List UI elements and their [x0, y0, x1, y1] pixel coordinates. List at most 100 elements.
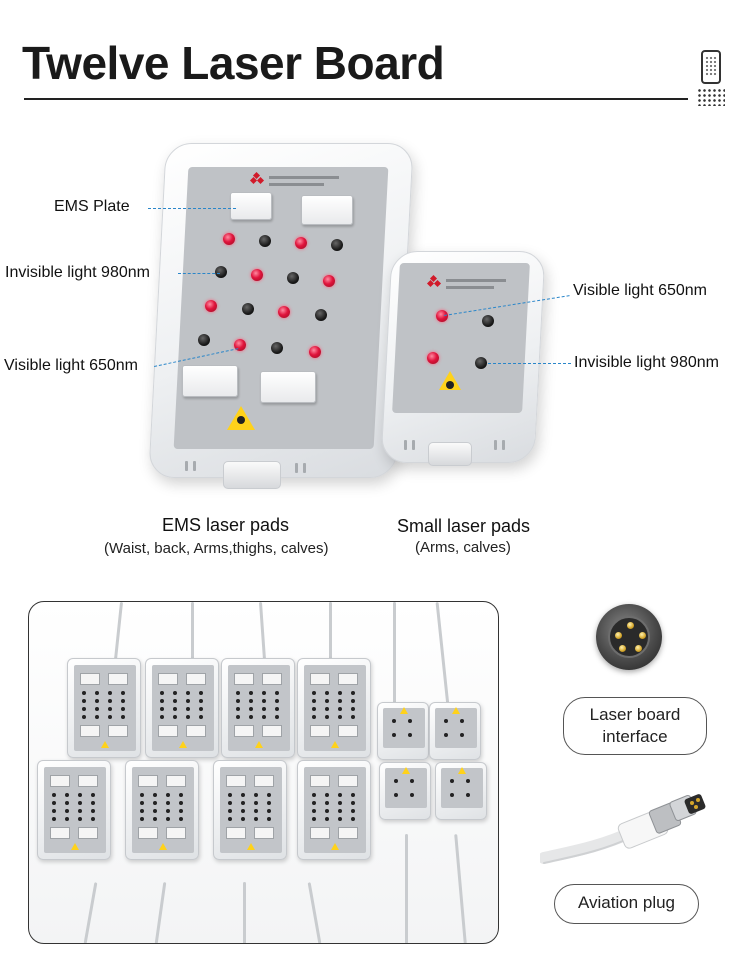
led	[249, 707, 253, 711]
led	[392, 719, 396, 723]
ems-plate	[186, 673, 206, 685]
cable-port	[428, 442, 472, 466]
led	[153, 809, 157, 813]
aviation-plug-illustration	[540, 794, 706, 864]
led	[325, 707, 329, 711]
led	[312, 707, 316, 711]
led	[179, 809, 183, 813]
led	[179, 801, 183, 805]
laser-warning-icon	[331, 843, 339, 850]
laser-warning-icon	[159, 843, 167, 850]
led	[52, 793, 56, 797]
led	[275, 699, 279, 703]
led	[91, 801, 95, 805]
led	[312, 691, 316, 695]
visible-led	[427, 352, 439, 364]
led	[199, 707, 203, 711]
ems-plate	[262, 725, 282, 737]
led	[52, 817, 56, 821]
led	[312, 801, 316, 805]
ems-plate	[338, 827, 358, 839]
led	[65, 809, 69, 813]
cable-port	[223, 461, 281, 489]
led	[140, 809, 144, 813]
led	[236, 691, 240, 695]
led	[241, 801, 245, 805]
led	[312, 809, 316, 813]
led	[325, 699, 329, 703]
led	[236, 707, 240, 711]
invisible-led	[287, 272, 299, 284]
visible-led	[309, 346, 321, 358]
small-pad-photo	[379, 762, 431, 820]
led	[91, 817, 95, 821]
visible-led	[205, 300, 217, 312]
led	[254, 793, 258, 797]
led	[338, 801, 342, 805]
led	[173, 707, 177, 711]
caption-ems-pads-title: EMS laser pads	[162, 515, 290, 535]
ems-pad-photo	[145, 658, 219, 758]
led	[351, 715, 355, 719]
smartphone-icon	[701, 50, 721, 84]
ems-plate	[78, 827, 98, 839]
small-pad-photo	[429, 702, 481, 760]
led	[228, 817, 232, 821]
led	[153, 817, 157, 821]
led	[249, 691, 253, 695]
led	[254, 817, 258, 821]
led	[254, 809, 258, 813]
ems-pad-photo	[125, 760, 199, 860]
led	[65, 817, 69, 821]
invisible-led	[198, 334, 210, 346]
led	[325, 715, 329, 719]
pad-face	[383, 708, 425, 748]
led	[262, 715, 266, 719]
led	[160, 707, 164, 711]
invisible-led	[242, 303, 254, 315]
led	[173, 691, 177, 695]
led	[160, 699, 164, 703]
led	[338, 699, 342, 703]
pad-face	[441, 768, 483, 808]
small-pad-photo	[435, 762, 487, 820]
led	[78, 809, 82, 813]
led	[140, 793, 144, 797]
dot-grid-icon	[697, 88, 725, 106]
led	[82, 715, 86, 719]
ems-plate	[310, 775, 330, 787]
led	[140, 801, 144, 805]
led	[228, 793, 232, 797]
led	[267, 793, 271, 797]
led	[199, 691, 203, 695]
ems-plate	[138, 775, 158, 787]
led	[312, 817, 316, 821]
led	[351, 817, 355, 821]
laser-board-interface-label: Laser board interface	[563, 697, 707, 755]
led	[241, 817, 245, 821]
invisible-led	[475, 357, 487, 369]
led	[351, 801, 355, 805]
brand-logo	[426, 274, 442, 288]
led	[52, 801, 56, 805]
led	[52, 809, 56, 813]
leader-line	[178, 273, 220, 274]
led	[262, 707, 266, 711]
caption-small-pads-title: Small laser pads	[397, 516, 531, 536]
led	[186, 707, 190, 711]
led	[460, 719, 464, 723]
visible-led	[295, 237, 307, 249]
led	[351, 699, 355, 703]
led	[82, 707, 86, 711]
led	[351, 707, 355, 711]
ems-plate	[260, 371, 316, 403]
led	[166, 817, 170, 821]
ems-plate	[338, 725, 358, 737]
title-divider	[24, 98, 688, 100]
laser-warning-icon	[247, 843, 255, 850]
laser-warning-icon	[331, 741, 339, 748]
ems-plate	[108, 725, 128, 737]
led	[338, 691, 342, 695]
ems-plate	[230, 192, 272, 220]
led	[444, 719, 448, 723]
